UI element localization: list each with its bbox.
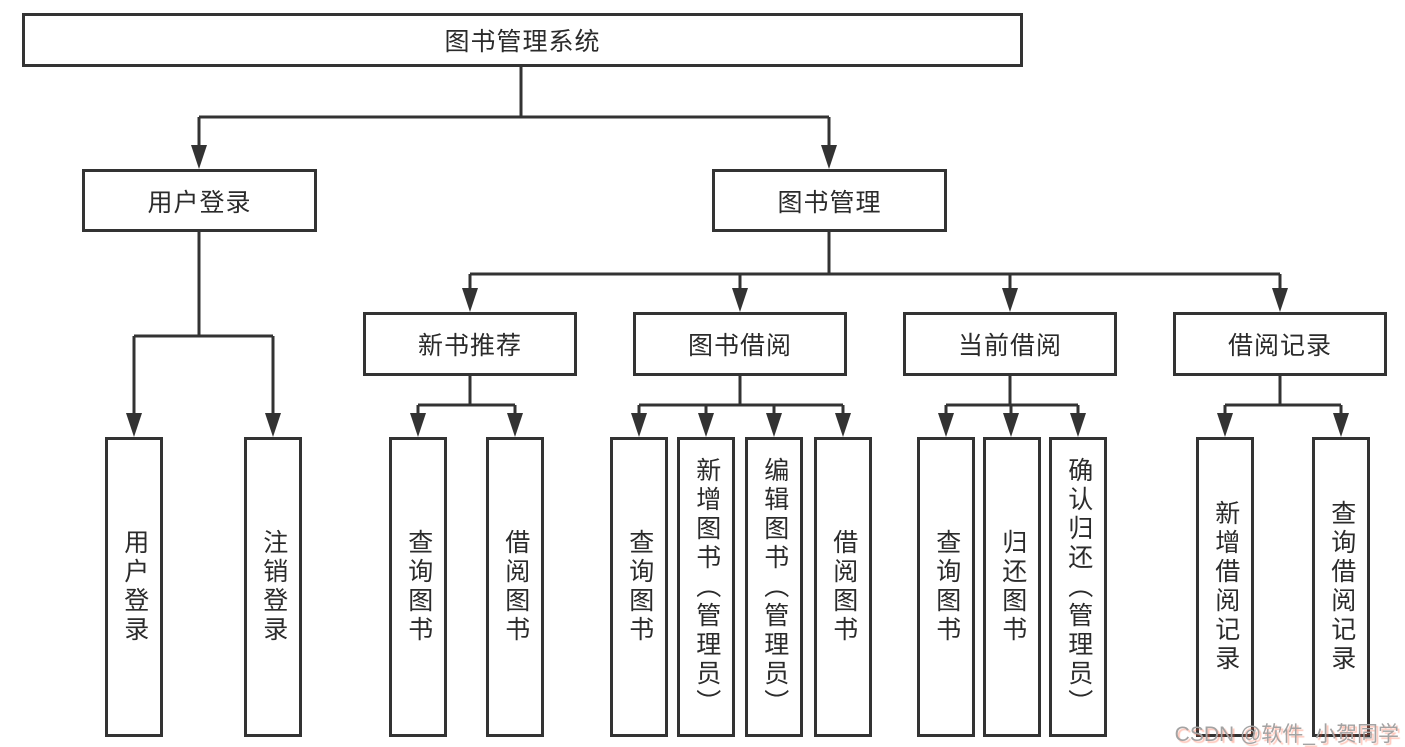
csdn-watermark: CSDN @软件_小贺同学 [1174,723,1399,746]
arrow-down-icon [1333,413,1349,437]
node-new-book-recommend: 新书推荐 [363,312,577,376]
node-label: 当前借阅 [957,332,1062,360]
node-label: 图书管理 [777,188,882,217]
arrow-down-icon [766,413,782,437]
arrow-down-icon [631,413,647,437]
node-label: 借阅图书 [501,529,530,645]
node-label: 图书借阅 [687,332,792,360]
node-label: 新书推荐 [417,332,522,360]
arrow-down-icon [1217,413,1233,437]
leaf-query-borrow-record: 查询借阅记录 [1312,437,1370,737]
node-root-system: 图书管理系统 [22,13,1023,67]
node-label: 新增借阅记录 [1211,500,1240,674]
leaf-confirm-return-admin: 确认归还（管理员） [1049,437,1107,737]
arrow-down-icon [938,413,954,437]
node-label: 确认归还（管理员） [1064,456,1093,718]
leaf-query-books-borrow: 查询图书 [610,437,668,737]
leaf-borrow-books: 借阅图书 [814,437,872,737]
arrow-down-icon [1002,288,1018,312]
arrow-down-icon [462,288,478,312]
node-label: 新增图书（管理员） [692,456,721,718]
node-label: 借阅记录 [1227,332,1332,360]
arrow-down-icon [1272,288,1288,312]
arrow-down-icon [1070,413,1086,437]
node-label: 编辑图书（管理员） [760,456,789,718]
leaf-edit-books-admin: 编辑图书（管理员） [745,437,803,737]
node-label: 查询借阅记录 [1327,500,1356,674]
arrow-down-icon [126,413,142,437]
leaf-add-borrow-record: 新增借阅记录 [1196,437,1254,737]
node-label: 查询图书 [932,529,961,645]
node-label: 借阅图书 [829,529,858,645]
leaf-return-books: 归还图书 [983,437,1041,737]
leaf-logout: 注销登录 [244,437,302,737]
arrow-down-icon [1003,413,1019,437]
node-label: 查询图书 [404,529,433,645]
leaf-user-login: 用户登录 [105,437,163,737]
node-label: 查询图书 [625,529,654,645]
node-label: 图书管理系统 [444,28,601,56]
node-current-borrowing: 当前借阅 [903,312,1117,376]
arrowheads [126,145,1349,437]
connector-path [132,67,1343,415]
arrow-down-icon [265,413,281,437]
arrow-down-icon [835,413,851,437]
node-label: 注销登录 [259,529,288,645]
leaf-add-books-admin: 新增图书（管理员） [677,437,735,737]
node-book-management: 图书管理 [712,169,947,232]
arrow-down-icon [821,145,837,169]
node-label: 归还图书 [998,529,1027,645]
node-user-login: 用户登录 [82,169,317,232]
arrow-down-icon [698,413,714,437]
arrow-down-icon [410,413,426,437]
node-book-borrowing: 图书借阅 [633,312,847,376]
leaf-query-books-current: 查询图书 [917,437,975,737]
arrow-down-icon [507,413,523,437]
node-label: 用户登录 [147,188,252,217]
arrow-down-icon [191,145,207,169]
node-borrowing-records: 借阅记录 [1173,312,1387,376]
node-label: 用户登录 [120,529,149,645]
leaf-borrow-books-recommend: 借阅图书 [486,437,544,737]
arrow-down-icon [732,288,748,312]
leaf-query-books-recommend: 查询图书 [389,437,447,737]
